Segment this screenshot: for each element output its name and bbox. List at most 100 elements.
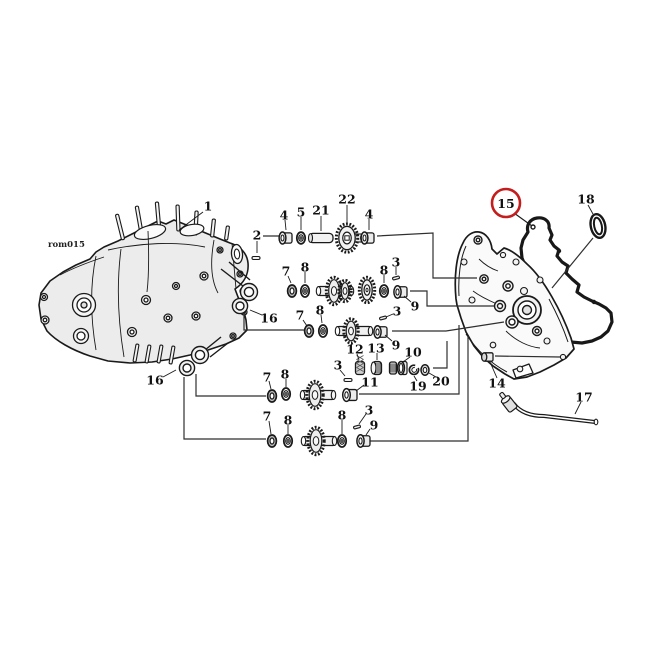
part-13-splinegear: [370, 360, 383, 376]
part-label-2: 2: [253, 228, 262, 253]
part-9-bushing: [373, 325, 388, 339]
svg-text:10: 10: [404, 345, 422, 360]
part-8-washer: [282, 434, 294, 448]
part-3-key: [392, 275, 400, 281]
svg-text:1: 1: [204, 199, 213, 214]
leader-line: [392, 321, 505, 332]
svg-text:12: 12: [346, 342, 363, 357]
part-label-16: 16: [249, 309, 278, 326]
part-9-bushing: [356, 434, 371, 448]
part-label-19: 19: [409, 375, 427, 394]
part-11-bushing: [341, 387, 358, 403]
part-label-4: 4: [280, 208, 289, 231]
part-label-3: 3: [334, 358, 346, 377]
part-label-7: 7: [263, 370, 272, 390]
svg-text:4: 4: [365, 207, 374, 222]
part-label-7: 7: [263, 409, 272, 435]
svg-text:9: 9: [411, 299, 420, 314]
part-19-lockwasher: [408, 364, 420, 376]
part-label-8: 8: [284, 413, 293, 434]
part-label-14: 14: [488, 361, 506, 391]
part-label-20: 20: [428, 372, 450, 389]
part-8-washer: [299, 284, 311, 298]
part-14-plug: [480, 352, 494, 362]
svg-text:9: 9: [370, 418, 379, 433]
part-label-8: 8: [316, 303, 325, 324]
svg-text:7: 7: [263, 370, 272, 385]
right-crankcase-drawing: [454, 231, 575, 380]
part-label-4: 4: [365, 207, 374, 230]
leader-line: [494, 355, 561, 358]
o-ring-drawing: [589, 212, 607, 240]
oil-line-drawing: [499, 392, 599, 426]
part-7-washer7: [266, 389, 278, 403]
svg-text:3: 3: [393, 304, 402, 319]
part-label-8: 8: [338, 408, 347, 434]
part-label-22: 22: [338, 192, 356, 222]
svg-text:8: 8: [380, 263, 389, 278]
svg-text:19: 19: [409, 379, 426, 394]
part-camgear: [315, 275, 355, 307]
leader-line: [243, 313, 305, 331]
svg-text:22: 22: [338, 192, 355, 207]
svg-text:3: 3: [365, 403, 374, 418]
part-9-bushing: [393, 285, 408, 299]
part-label-3: 3: [385, 304, 402, 319]
case-studs-bottom: [132, 343, 176, 365]
svg-text:3: 3: [334, 358, 343, 373]
leader-line: [433, 341, 448, 369]
leader-line: [368, 336, 469, 442]
part-4-bushing: [360, 231, 375, 245]
leader-line: [551, 237, 594, 289]
leader-line: [183, 377, 266, 440]
part-3-key: [343, 377, 353, 383]
leader-line: [410, 290, 494, 307]
part-label-8: 8: [301, 260, 310, 283]
part-label-16: 16: [146, 369, 177, 388]
svg-text:7: 7: [296, 308, 305, 323]
part-label-13: 13: [367, 341, 385, 360]
part-7-washer7: [286, 284, 298, 298]
part-label-9: 9: [384, 334, 401, 353]
part-4-bushing: [278, 231, 293, 245]
part-7-washer7: [303, 324, 315, 338]
part-camgear: [300, 425, 338, 457]
part-label-9: 9: [365, 418, 379, 436]
case-inner-lines: [458, 245, 569, 373]
part-label-9: 9: [403, 295, 420, 314]
part-7-washer7: [266, 434, 278, 448]
part-label-7: 7: [296, 308, 308, 327]
svg-text:9: 9: [392, 338, 401, 353]
part-label-21: 21: [312, 203, 330, 231]
assembly-leader-lines: [183, 232, 594, 442]
svg-text:8: 8: [338, 408, 347, 423]
svg-text:8: 8: [301, 260, 310, 275]
svg-text:21: 21: [312, 203, 329, 218]
svg-text:20: 20: [432, 374, 450, 389]
part-label-8: 8: [281, 367, 290, 387]
part-8-washer: [280, 387, 292, 401]
case-bores: [460, 235, 567, 373]
part-label-18: 18: [577, 192, 595, 215]
svg-text:2: 2: [253, 228, 262, 243]
part-camgear: [334, 317, 374, 345]
svg-text:17: 17: [575, 390, 592, 405]
part-gear: [357, 275, 377, 305]
svg-text:3: 3: [392, 255, 401, 270]
part-10-roller: [388, 361, 398, 375]
part-label-11: 11: [355, 375, 379, 392]
part-21-shaft: [307, 232, 334, 244]
part-label-12: 12: [346, 342, 364, 361]
part-8-washer: [336, 434, 348, 448]
svg-text:11: 11: [361, 375, 378, 390]
part-label-5: 5: [297, 205, 306, 230]
part-8-washer: [317, 324, 329, 338]
part-camgear: [299, 379, 337, 411]
svg-text:8: 8: [281, 367, 290, 382]
svg-text:4: 4: [280, 208, 289, 223]
part-8-washer: [378, 284, 390, 298]
svg-text:5: 5: [297, 205, 306, 220]
svg-text:16: 16: [146, 373, 164, 388]
